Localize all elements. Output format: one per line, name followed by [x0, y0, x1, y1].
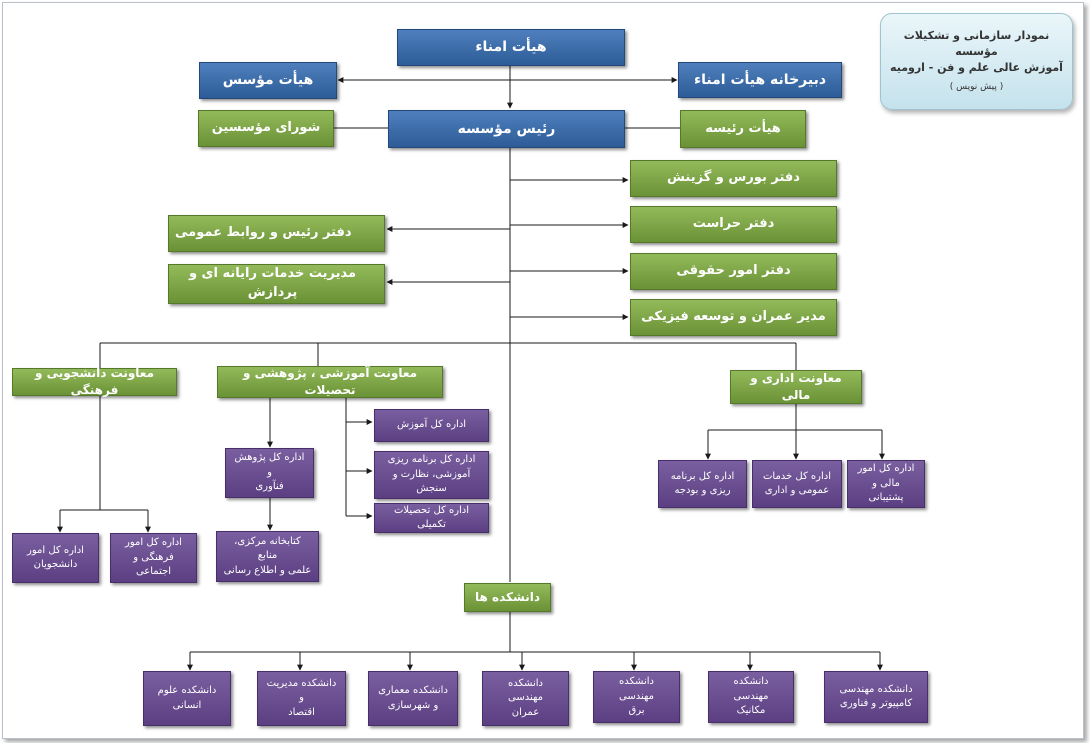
- faculty-line: مکانیک: [736, 705, 766, 717]
- president-box: رئیس مؤسسه: [388, 110, 625, 148]
- education-vp-label: معاونت آموزشی ، پژوهشی و تحصیلات: [242, 365, 418, 397]
- unit-box: اداره کل امور دانشجویان: [12, 533, 99, 583]
- faculty-line: انسانی: [172, 699, 202, 711]
- unit-line: اداره کل پژوهش و: [234, 452, 305, 478]
- unit-line: اداره کل امور: [27, 544, 84, 556]
- faculty-line: دانشکده مهندسی: [508, 677, 543, 704]
- unit-box: اداره کل امور فرهنگی و اجتماعی: [110, 533, 197, 583]
- office-box: دفتر حراست: [630, 206, 837, 243]
- unit-line: فنآوری: [255, 481, 284, 493]
- faculty-line: و شهرسازی: [387, 699, 439, 711]
- unit-box: اداره کل خدمات عمومی و اداری: [752, 460, 842, 508]
- unit-line: اداره کل آموزش: [396, 419, 467, 431]
- unit-line: ریزی و بودجه: [674, 485, 731, 496]
- faculty-box: دانشکده مدیریت و اقتصاد: [257, 671, 346, 726]
- unit-line: آموزشی، نظارت و سنجش: [392, 468, 471, 495]
- board-of-trustees-box: هیأت امناء: [397, 29, 625, 66]
- education-vp-box: معاونت آموزشی ، پژوهشی و تحصیلات: [217, 366, 443, 398]
- unit-line: اداره کل برنامه ریزی: [387, 454, 476, 466]
- student-vp-label: معاونت دانشجویی و فرهنگی: [35, 365, 154, 397]
- unit-line: مالی و پشتیبانی: [868, 477, 904, 504]
- unit-line: عمومی و اداری: [764, 485, 830, 496]
- office-label: دفتر رئیس و روابط عمومی: [175, 225, 352, 241]
- faculty-box: دانشکده مهندسی برق: [593, 671, 680, 723]
- office-label: دفتر بورس و گزینش: [667, 170, 800, 186]
- faculty-line: دانشکده مدیریت و: [266, 677, 337, 704]
- unit-line: علمی و اطلاع رسانی: [223, 564, 312, 576]
- faculty-line: اقتصاد: [288, 706, 315, 718]
- admin-vp-box: معاونت اداری و مالی: [730, 370, 862, 404]
- unit-box: اداره کل آموزش: [374, 409, 489, 442]
- faculty-box: دانشکده مهندسی کامپیوتر و فناوری: [824, 671, 928, 723]
- unit-box: اداره کل تحصیلات تکمیلی: [374, 503, 489, 533]
- chart-title-line-2: آموزش عالی علم و فن - ارومیه: [890, 60, 1063, 74]
- library-unit-box: کتابخانه مرکزی، منابع علمی و اطلاع رسانی: [216, 531, 319, 582]
- unit-line: کتابخانه مرکزی، منابع: [234, 535, 301, 562]
- unit-line: اداره کل خدمات: [762, 470, 832, 482]
- unit-line: اداره کل برنامه: [670, 470, 735, 482]
- board-of-directors-label: هیأت رئیسه: [705, 120, 781, 136]
- founders-council-label: شورای مؤسسین: [211, 120, 321, 136]
- office-label: مدیریت خدمات رایانه ای و پردازش: [188, 266, 357, 300]
- board-of-trustees-label: هیأت امناء: [475, 39, 547, 56]
- office-label: دفتر امور حقوقی: [676, 263, 791, 279]
- office-box: مدیر عمران و توسعه فیزیکی: [630, 299, 837, 336]
- office-label: دفتر حراست: [692, 216, 775, 232]
- student-vp-box: معاونت دانشجویی و فرهنگی: [12, 366, 177, 397]
- faculty-box: دانشکده علوم انسانی: [143, 671, 231, 726]
- office-box: مدیریت خدمات رایانه ای و پردازش: [168, 264, 385, 304]
- unit-box: اداره کل امور مالی و پشتیبانی: [847, 460, 925, 508]
- office-box: دفتر بورس و گزینش: [630, 160, 837, 197]
- faculty-line: کامپیوتر و فناوری: [839, 698, 913, 709]
- office-box: دفتر امور حقوقی: [630, 253, 837, 290]
- unit-line: دانشجویان: [33, 559, 78, 570]
- unit-line: فرهنگی و اجتماعی: [133, 551, 174, 578]
- faculty-box: دانشکده مهندسی عمران: [482, 671, 569, 726]
- faculty-line: دانشکده علوم: [157, 685, 217, 696]
- faculty-box: دانشکده معماری و شهرسازی: [368, 671, 458, 726]
- president-label: رئیس مؤسسه: [457, 120, 556, 137]
- unit-line: اداره کل امور: [125, 537, 182, 549]
- founding-board-box: هیأت مؤسس: [199, 62, 337, 99]
- trustees-secretariat-label: دبیرخانه هیأت امناء: [693, 71, 827, 88]
- admin-vp-label: معاونت اداری و مالی: [750, 370, 842, 402]
- founding-board-label: هیأت مؤسس: [222, 72, 314, 89]
- faculty-line: دانشکده مهندسی: [839, 683, 913, 695]
- chart-title-box: نمودار سازمانی و تشکیلات مؤسسه آموزش عال…: [880, 13, 1073, 110]
- faculty-line: دانشکده معماری: [378, 685, 448, 696]
- faculty-line: دانشکده مهندسی: [619, 676, 654, 702]
- unit-box: اداره کل برنامه ریزی آموزشی، نظارت و سنجش: [374, 451, 489, 499]
- office-box: دفتر رئیس و روابط عمومی: [168, 215, 385, 252]
- chart-title: نمودار سازمانی و تشکیلات مؤسسه آموزش عال…: [881, 28, 1072, 76]
- office-label: مدیر عمران و توسعه فیزیکی: [641, 309, 826, 325]
- trustees-secretariat-box: دبیرخانه هیأت امناء: [678, 62, 842, 98]
- unit-line: اداره کل تحصیلات تکمیلی: [393, 504, 470, 531]
- unit-box: اداره کل برنامه ریزی و بودجه: [658, 460, 747, 508]
- faculty-line: عمران: [511, 706, 540, 718]
- faculty-line: برق: [628, 705, 645, 717]
- faculties-label: دانشکده ها: [475, 589, 540, 604]
- faculty-box: دانشکده مهندسی مکانیک: [708, 671, 794, 723]
- unit-line: اداره کل امور: [857, 463, 915, 475]
- draft-note: ( پیش نویس ): [949, 81, 1004, 92]
- faculty-line: دانشکده مهندسی: [733, 676, 769, 702]
- founders-council-box: شورای مؤسسین: [198, 110, 334, 147]
- faculties-box: دانشکده ها: [464, 583, 551, 612]
- research-unit-box: اداره کل پژوهش و فنآوری: [225, 448, 314, 498]
- board-of-directors-box: هیأت رئیسه: [680, 110, 806, 148]
- chart-title-line-1: نمودار سازمانی و تشکیلات مؤسسه: [903, 29, 1050, 58]
